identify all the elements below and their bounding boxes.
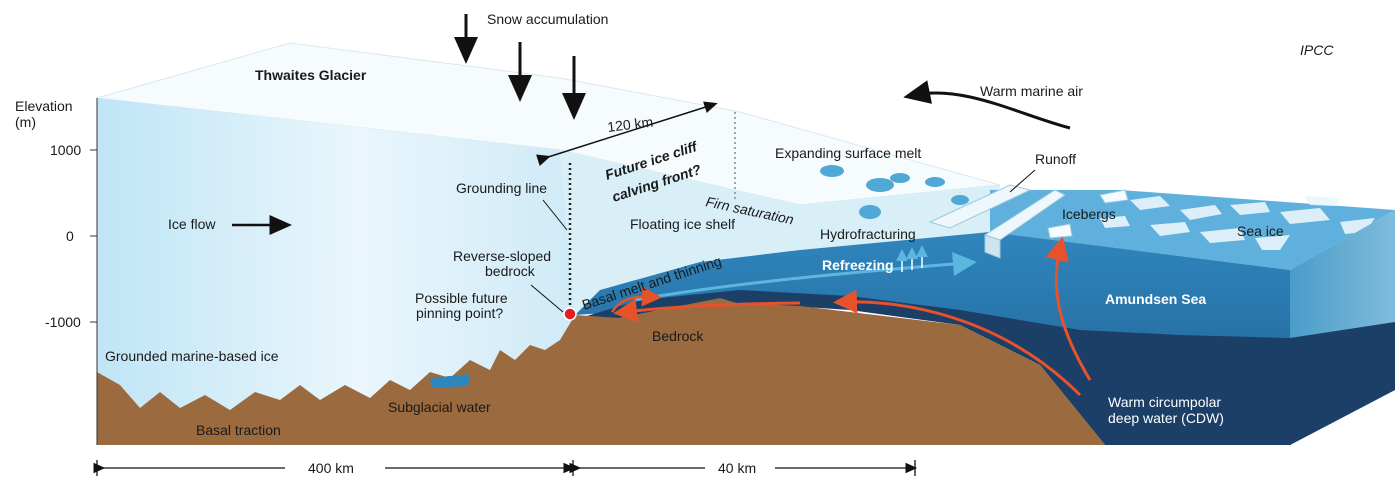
distance-120-label: 120 km bbox=[606, 114, 654, 135]
scale-bars bbox=[93, 460, 918, 476]
bedrock bbox=[97, 298, 1105, 445]
subglacial-water bbox=[430, 374, 470, 388]
scale-40-label: 40 km bbox=[718, 460, 756, 476]
sea-ice-label: Sea ice bbox=[1237, 223, 1284, 239]
glacier-title: Thwaites Glacier bbox=[255, 67, 367, 83]
bedrock-label: Bedrock bbox=[652, 328, 704, 344]
floating-ice-shelf bbox=[560, 150, 1000, 315]
hydrofracturing-arrows bbox=[896, 245, 928, 272]
snow-accumulation-label: Snow accumulation bbox=[487, 11, 608, 27]
basal-melt-arrow-2 bbox=[610, 286, 662, 313]
ice-shelf-slabs bbox=[928, 184, 1066, 259]
cdw-label-1: Warm circumpolar bbox=[1108, 394, 1221, 410]
warm-marine-air-label: Warm marine air bbox=[980, 83, 1083, 99]
cdw-water-mass bbox=[580, 290, 1290, 445]
hydrofracturing-label: Hydrofracturing bbox=[820, 226, 916, 242]
grounded-ice-label: Grounded marine-based ice bbox=[105, 348, 279, 364]
pinning-label-2: pinning point? bbox=[416, 305, 503, 321]
grounding-line-label: Grounding line bbox=[456, 180, 547, 196]
tick-minus-1000: -1000 bbox=[45, 314, 81, 330]
subglacial-water-label: Subglacial water bbox=[388, 399, 491, 415]
reverse-bedrock-label-1: Reverse-sloped bbox=[453, 248, 551, 264]
ice-sheet-body bbox=[97, 98, 575, 410]
melt-ponds bbox=[820, 165, 969, 219]
cdw-arrow-main bbox=[833, 289, 1082, 397]
sea-ice-floes bbox=[1100, 196, 1375, 250]
elevation-axis-label: Elevation bbox=[15, 98, 73, 114]
pinning-point-marker bbox=[563, 307, 577, 321]
scale-400-label: 400 km bbox=[308, 460, 354, 476]
amundsen-sea-label: Amundsen Sea bbox=[1105, 291, 1206, 307]
basal-traction-label: Basal traction bbox=[196, 422, 281, 438]
refreezing-arrow bbox=[634, 252, 977, 302]
snow-arrows bbox=[454, 14, 586, 120]
elevation-unit-label: (m) bbox=[15, 114, 36, 130]
block-side-deep bbox=[1290, 322, 1395, 445]
ice-flow-label: Ice flow bbox=[168, 216, 216, 232]
runoff-label: Runoff bbox=[1035, 151, 1076, 167]
warm-air-arrow bbox=[903, 80, 1071, 130]
cdw-arrow-upwell bbox=[1045, 236, 1092, 381]
tick-0: 0 bbox=[66, 228, 74, 244]
reverse-bedrock-label-2: bedrock bbox=[485, 263, 536, 279]
ocean-surface bbox=[990, 190, 1395, 270]
expanding-melt-label: Expanding surface melt bbox=[775, 145, 921, 161]
leader-lines bbox=[530, 169, 1036, 313]
pinning-label-1: Possible future bbox=[415, 290, 508, 306]
source-label: IPCC bbox=[1300, 42, 1334, 58]
elevation-axis bbox=[90, 98, 98, 445]
cdw-label-2: deep water (CDW) bbox=[1108, 410, 1224, 426]
refreezing-label: Refreezing bbox=[822, 257, 894, 273]
basal-melt-arrow bbox=[613, 298, 801, 323]
tick-1000: 1000 bbox=[50, 142, 81, 158]
floating-shelf-label: Floating ice shelf bbox=[630, 216, 735, 232]
iceberg-2 bbox=[1099, 189, 1129, 204]
icebergs-label: Icebergs bbox=[1062, 206, 1116, 222]
iceberg bbox=[1047, 223, 1073, 239]
distance-120-arrow bbox=[536, 101, 718, 166]
